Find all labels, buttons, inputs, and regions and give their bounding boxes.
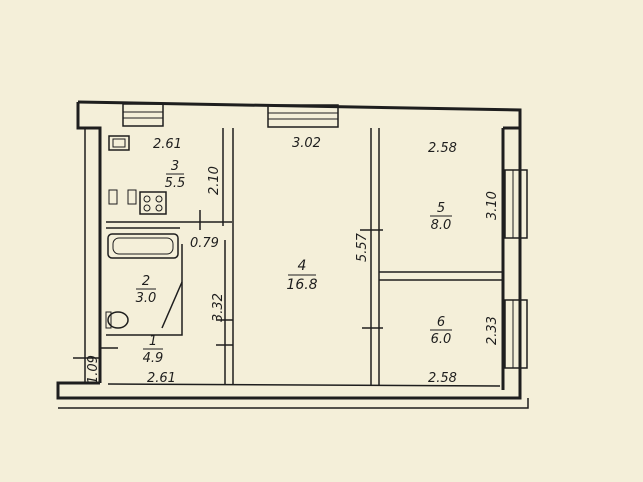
room-area: 8.0 bbox=[431, 218, 452, 233]
room-label-6: 6 6.0 bbox=[430, 315, 452, 347]
doors bbox=[73, 210, 383, 359]
window-top-center bbox=[267, 104, 339, 128]
dim-top-right: 2.58 bbox=[428, 141, 457, 156]
bathtub-icon bbox=[107, 233, 179, 259]
window-top-left bbox=[122, 103, 164, 127]
dim-bottom-right: 2.58 bbox=[428, 371, 457, 386]
room-number: 4 bbox=[298, 258, 307, 274]
room-number: 1 bbox=[149, 334, 157, 349]
stove-icon bbox=[139, 191, 167, 215]
dim-corridor-height: 3.32 bbox=[211, 293, 226, 322]
room-area: 4.9 bbox=[143, 351, 164, 366]
dim-room4-height: 5.57 bbox=[355, 232, 370, 262]
counter-icon bbox=[108, 189, 137, 205]
dim-bottom-left: 2.61 bbox=[147, 371, 176, 386]
dim-top-left: 2.61 bbox=[153, 137, 182, 152]
dim-entry-height: 1.09 bbox=[86, 355, 101, 384]
dim-top-center: 3.02 bbox=[292, 136, 321, 151]
window-right-lower bbox=[504, 299, 528, 369]
room-label-4: 4 16.8 bbox=[286, 258, 317, 293]
room-label-3: 3 5.5 bbox=[165, 159, 186, 191]
dim-bath-corridor: 0.79 bbox=[190, 236, 219, 251]
toilet-icon bbox=[105, 311, 129, 329]
window-right-upper bbox=[504, 169, 528, 239]
room-number: 6 bbox=[437, 315, 445, 330]
room-area: 16.8 bbox=[286, 277, 317, 293]
room-number: 2 bbox=[142, 274, 150, 289]
room-area: 3.0 bbox=[136, 291, 157, 306]
outer-walls bbox=[56, 100, 529, 409]
dim-room3-height: 2.10 bbox=[207, 166, 222, 195]
room-number: 5 bbox=[437, 201, 445, 216]
room-label-2: 2 3.0 bbox=[136, 274, 157, 306]
sink-icon bbox=[108, 135, 130, 151]
room-label-5: 5 8.0 bbox=[430, 201, 452, 233]
room-number: 3 bbox=[171, 159, 179, 174]
interior-walls bbox=[100, 128, 503, 385]
dim-room5-height: 3.10 bbox=[485, 191, 500, 220]
room-area: 6.0 bbox=[431, 332, 452, 347]
room-area: 5.5 bbox=[165, 176, 186, 191]
room-label-1: 1 4.9 bbox=[143, 334, 164, 366]
dim-room6-height: 2.33 bbox=[485, 316, 500, 345]
